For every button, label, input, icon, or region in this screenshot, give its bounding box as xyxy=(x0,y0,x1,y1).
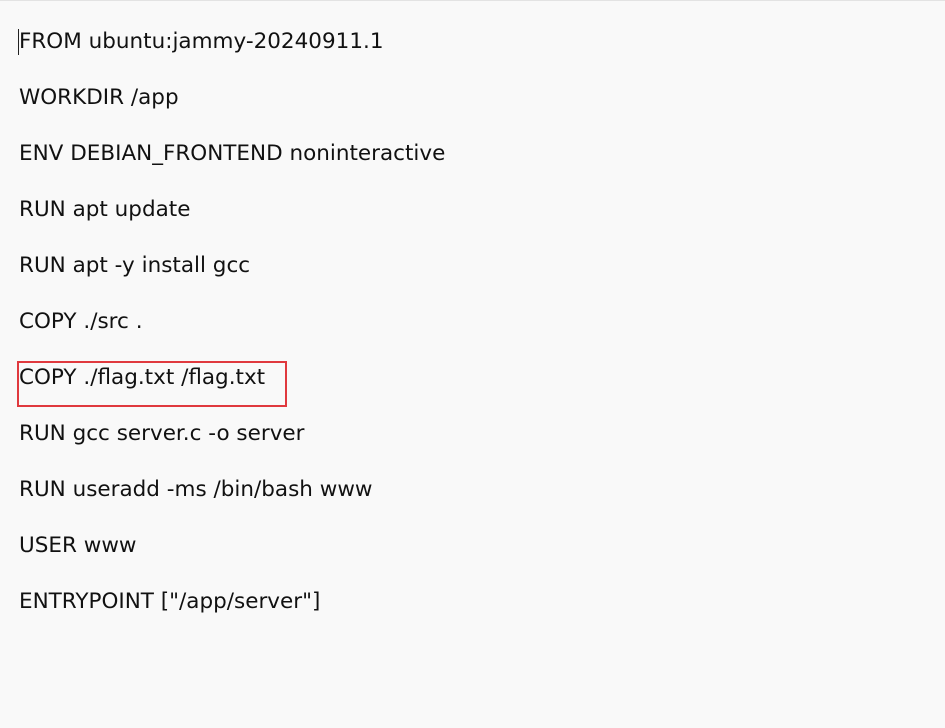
line-run-update: RUN apt update xyxy=(19,197,191,222)
line-from: FROM ubuntu:jammy-20240911.1 xyxy=(19,29,384,54)
line-run-useradd: RUN useradd -ms /bin/bash www xyxy=(19,477,373,502)
highlight-box xyxy=(17,361,287,407)
line-copy-src: COPY ./src . xyxy=(19,309,143,334)
line-user: USER www xyxy=(19,533,137,558)
text-cursor xyxy=(18,29,19,55)
line-entrypoint: ENTRYPOINT ["/app/server"] xyxy=(19,589,321,614)
line-copy-flag: COPY ./flag.txt /flag.txt xyxy=(19,365,266,390)
line-workdir: WORKDIR /app xyxy=(19,85,179,110)
line-run-gcc: RUN gcc server.c -o server xyxy=(19,421,305,446)
line-env: ENV DEBIAN_FRONTEND noninteractive xyxy=(19,141,446,166)
line-run-install: RUN apt -y install gcc xyxy=(19,253,251,278)
